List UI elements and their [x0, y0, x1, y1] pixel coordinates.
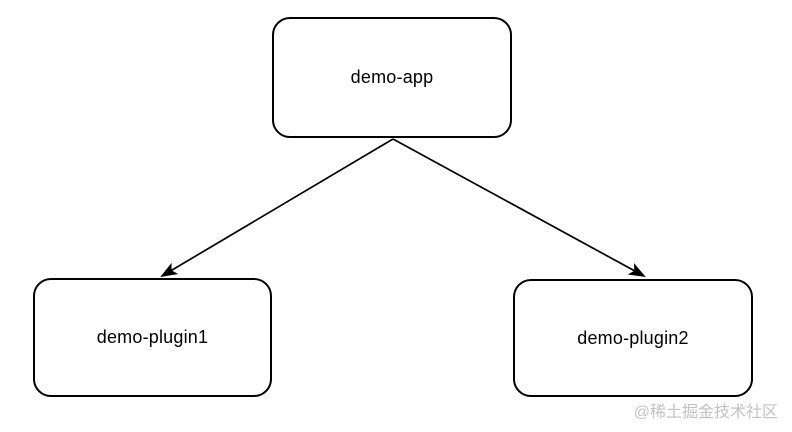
edge-app-to-plugin1 — [160, 138, 394, 278]
watermark: @稀土掘金技术社区 — [633, 404, 778, 421]
node-demo-app-label: demo-app — [350, 67, 434, 87]
node-demo-plugin2: demo-plugin2 — [513, 279, 753, 397]
node-demo-plugin1-label: demo-plugin1 — [96, 327, 209, 347]
node-demo-plugin2-label: demo-plugin2 — [577, 327, 689, 348]
edge-app-to-plugin2 — [392, 138, 646, 277]
node-demo-plugin1: demo-plugin1 — [33, 278, 272, 397]
node-demo-app: demo-app — [272, 17, 512, 138]
